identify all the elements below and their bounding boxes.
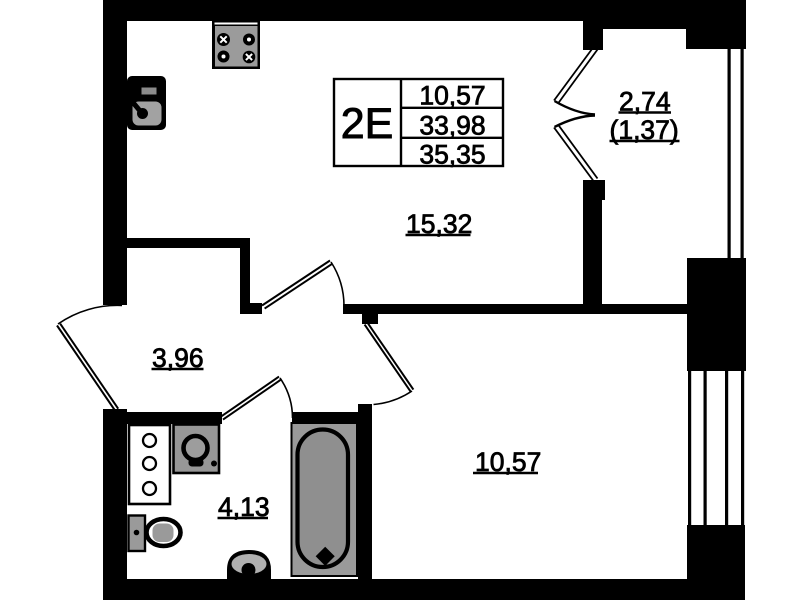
svg-text:33,98: 33,98 — [419, 111, 485, 141]
svg-text:35,35: 35,35 — [419, 140, 485, 170]
svg-text:10,57: 10,57 — [419, 81, 485, 111]
svg-text:2E: 2E — [341, 100, 394, 148]
